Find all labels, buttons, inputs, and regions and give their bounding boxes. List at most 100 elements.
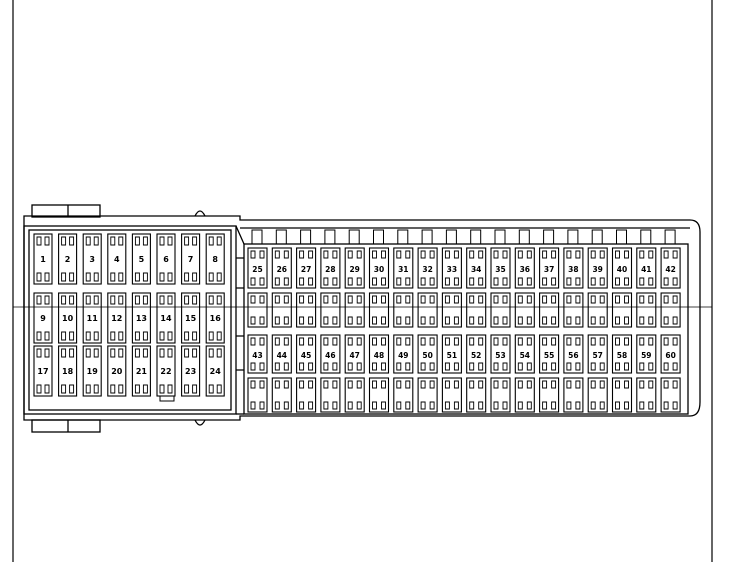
fuse-slot: 23 (181, 345, 201, 397)
fuse-terminals (469, 250, 484, 286)
fuse-terminals (420, 337, 435, 371)
top-clip (194, 210, 206, 217)
fuse-slot-outline (563, 292, 584, 328)
fuse-slot-outline (296, 292, 317, 328)
fuse-slot-outline (82, 345, 102, 397)
fuse-terminal-bottom (134, 272, 148, 282)
fuse-slot-outline (587, 377, 608, 413)
fuse-slot (539, 292, 560, 328)
fuse-terminals (469, 380, 484, 410)
fuse-number-label: 34 (471, 265, 481, 274)
fuse-slot-outline (205, 233, 225, 285)
fuse-slot-outline (131, 292, 151, 344)
fuse-number-label: 48 (374, 351, 384, 360)
fuse-number-label: 58 (617, 351, 627, 360)
fuse-slot-outline (660, 334, 681, 374)
fuse-terminals (396, 295, 411, 325)
fuse-terminals (493, 337, 508, 371)
fuse-terminal-top (61, 348, 75, 358)
fuse-terminals (323, 250, 338, 286)
fuse-slot: 47 (344, 334, 365, 374)
fuse-slot: 30 (368, 247, 390, 289)
fuse-terminal-top (61, 295, 75, 305)
fuse-slot-outline (466, 377, 487, 413)
fuse-terminals (372, 295, 386, 325)
fuse-slot (466, 292, 487, 328)
fuse-slot (247, 292, 268, 328)
fuse-slot-outline (539, 247, 560, 289)
fuse-slot-outline (417, 247, 438, 289)
fuse-slot-outline (181, 345, 201, 397)
fuse-slot-outline (107, 233, 127, 285)
fuse-number-label: 31 (398, 265, 408, 274)
fuse-terminals (299, 337, 314, 371)
connector-tooth (348, 229, 360, 245)
fuse-slot: 7 (181, 233, 201, 285)
fuse-slot (587, 292, 608, 328)
fuse-slot (344, 292, 365, 328)
fuse-slot-outline (393, 334, 414, 374)
fuse-slot-outline (466, 292, 487, 328)
fuse-terminal-top (36, 295, 50, 305)
fuse-terminals (590, 250, 605, 286)
fuse-terminals (615, 337, 629, 371)
fuse-number-label: 35 (495, 265, 505, 274)
fuse-number-label: 12 (111, 314, 122, 323)
fuse-slot (417, 292, 438, 328)
fuse-slot-outline (205, 345, 225, 397)
fuse-slot-outline (660, 247, 681, 289)
fuse-slot-outline (466, 247, 487, 289)
fuse-terminals (420, 295, 435, 325)
fuse-number-label: 23 (185, 367, 196, 376)
fuse-number-label: 17 (37, 367, 48, 376)
fuse-terminals (396, 380, 411, 410)
fuse-slot: 50 (417, 334, 438, 374)
fuse-number-label: 14 (160, 314, 172, 323)
fuse-number-label: 24 (210, 367, 222, 376)
fuse-slot-outline (181, 292, 201, 344)
fuse-number-label: 55 (544, 351, 554, 360)
fuse-terminal-top (184, 348, 198, 358)
fuse-slot: 17 (33, 345, 53, 397)
fuse-slot-outline (611, 334, 633, 374)
fuse-terminals (299, 250, 314, 286)
fuse-number-label: 10 (62, 314, 74, 323)
fuse-slot-outline (393, 292, 414, 328)
fuse-terminal-top (61, 236, 75, 246)
fuse-number-label: 15 (185, 314, 197, 323)
fuse-number-label: 16 (210, 314, 222, 323)
fuse-slot: 24 (205, 345, 225, 397)
fuse-slot: 26 (271, 247, 292, 289)
fuse-slot: 22 (156, 345, 176, 397)
fuse-slot-outline (539, 377, 560, 413)
connector-tooth (640, 229, 652, 245)
fuse-number-label: 20 (111, 367, 123, 376)
fuse-slot-outline (271, 247, 292, 289)
fuse-slot: 31 (393, 247, 414, 289)
fuse-terminals (323, 337, 338, 371)
fuse-slot: 54 (514, 334, 535, 374)
fuse-slot (393, 377, 414, 413)
fuse-number-label: 19 (87, 367, 99, 376)
fuse-puller-slot (159, 395, 175, 402)
fuse-slot (611, 292, 633, 328)
fuse-terminal-bottom (110, 272, 124, 282)
fuse-slot-outline (344, 292, 365, 328)
fuse-terminals (299, 295, 314, 325)
fuse-number-label: 46 (325, 351, 335, 360)
fuse-number-label: 29 (349, 265, 359, 274)
fuse-slot: 14 (156, 292, 176, 344)
fuse-slot: 1 (33, 233, 53, 285)
fuse-slot: 58 (611, 334, 633, 374)
fuse-slot-outline (490, 377, 511, 413)
connector-tooth (251, 229, 263, 245)
fuse-slot (441, 292, 462, 328)
fuse-terminals (639, 295, 654, 325)
fuse-terminals (372, 380, 386, 410)
fuse-slot-outline (296, 334, 317, 374)
fuse-slot-outline (320, 377, 341, 413)
fuse-slot: 33 (441, 247, 462, 289)
fuse-slot-outline (660, 292, 681, 328)
